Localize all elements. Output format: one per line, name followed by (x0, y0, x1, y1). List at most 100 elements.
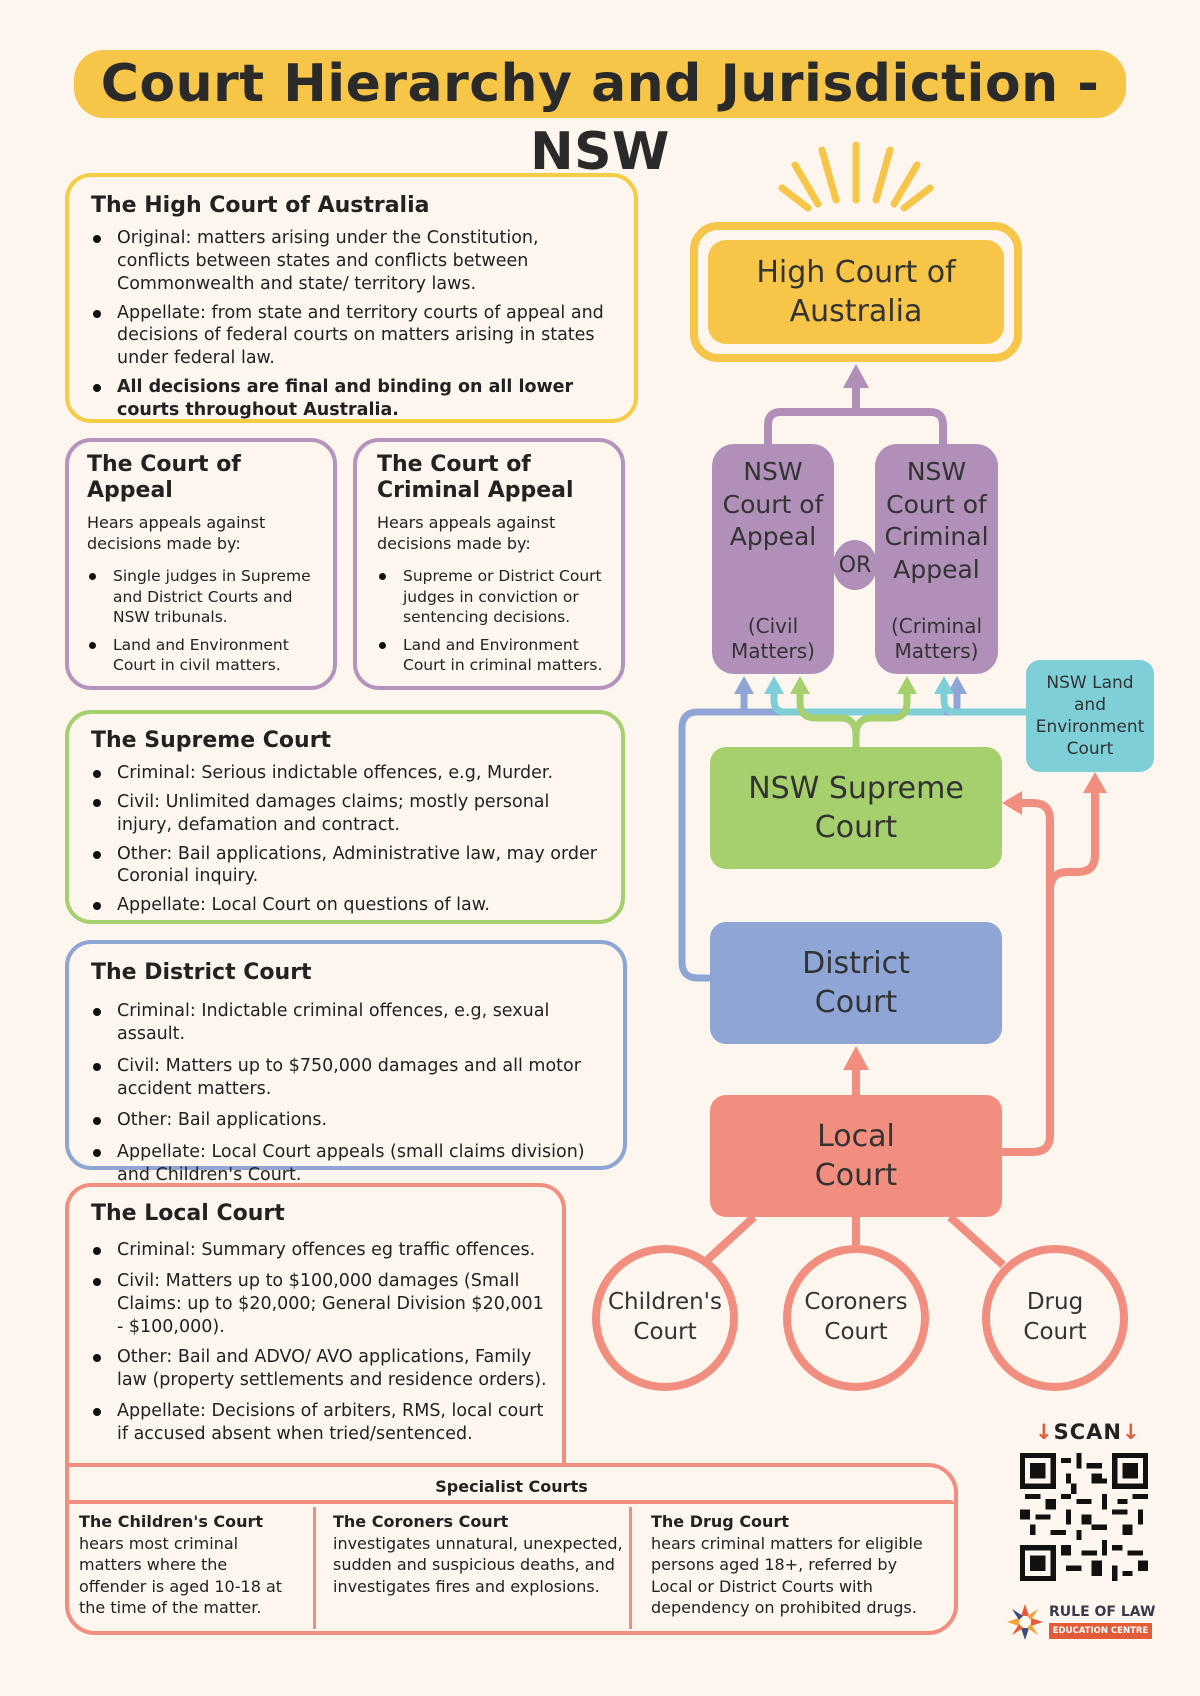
list-item: Civil: Matters up to $100,000 damages (S… (91, 1270, 552, 1338)
node-label: Court of (722, 489, 824, 519)
coroners-court-description: The Coroners Court investigates unnatura… (333, 1511, 623, 1597)
list-item: Appellate: from state and territory cour… (91, 302, 614, 370)
childrens-court-desc-text: hears most criminal matters where the of… (79, 1533, 283, 1618)
qr-code-icon[interactable] (1020, 1453, 1148, 1581)
high-court-node: High Court of Australia (708, 240, 1004, 344)
node-sublabel: (Criminal Matters) (875, 614, 998, 664)
list-item: Other: Bail applications. (91, 1109, 613, 1132)
court-of-appeal-list: Single judges in Supreme and District Co… (87, 566, 325, 675)
drug-court-desc-heading: The Drug Court (651, 1512, 789, 1531)
scan-text: SCAN (1053, 1420, 1122, 1444)
district-court-node: District Court (710, 922, 1002, 1044)
court-of-appeal-intro: Hears appeals against decisions made by: (87, 512, 266, 553)
node-label: District (802, 946, 910, 981)
childrens-court-node: Children's Court (592, 1245, 738, 1391)
local-to-supreme-connector (1002, 790, 1099, 1156)
list-item: Land and Environment Court in criminal m… (377, 635, 615, 675)
court-of-criminal-appeal-intro: Hears appeals against decisions made by: (377, 512, 556, 553)
list-item: Single judges in Supreme and District Co… (87, 566, 325, 626)
arrow-down-icon: ↓ (1035, 1420, 1054, 1444)
list-item: Criminal: Summary offences eg traffic of… (91, 1239, 552, 1262)
specialist-courts-title: Specialist Courts (435, 1477, 588, 1496)
node-sublabel-line: Matters) (731, 639, 815, 663)
node-sublabel-line: Matters) (894, 639, 979, 663)
sunburst-icon (778, 141, 934, 212)
court-of-appeal-info-box: The Court of Appeal Hears appeals agains… (65, 438, 337, 690)
node-sublabel-line: (Criminal (890, 614, 983, 638)
arrow-up-icon (790, 676, 810, 694)
court-of-criminal-appeal-info-box: The Court of Criminal Appeal Hears appea… (353, 438, 625, 690)
land-env-to-appeal-connector (770, 690, 1026, 716)
supreme-court-list: Criminal: Serious indictable offences, e… (91, 762, 603, 917)
specialist-courts-box: Specialist Courts The Children's Court h… (65, 1463, 958, 1635)
node-label: Court (814, 1158, 898, 1193)
drug-court-node: Drug Court (982, 1245, 1128, 1391)
arrow-up-icon (934, 676, 954, 694)
node-label: Criminal (884, 522, 989, 551)
nsw-court-of-criminal-appeal-node: NSW Court of Criminal Appeal (Criminal M… (875, 444, 998, 674)
arrow-up-icon (734, 676, 754, 694)
node-label: Court of (886, 489, 987, 519)
list-item: Other: Bail and ADVO/ AVO applications, … (91, 1346, 552, 1392)
court-of-appeal-heading: The Court of Appeal (87, 452, 241, 504)
list-item: Appellate: Decisions of arbiters, RMS, l… (91, 1400, 552, 1446)
arrow-up-icon (1083, 772, 1107, 793)
node-sublabel: (Civil Matters) (712, 614, 834, 664)
district-court-heading: The District Court (91, 960, 312, 985)
arrow-up-icon (843, 1046, 869, 1070)
list-item: Civil: Matters up to $750,000 damages an… (91, 1055, 613, 1101)
scan-label: ↓SCAN↓ (1035, 1420, 1141, 1444)
arrow-up-icon (843, 364, 869, 388)
node-label: NSW (743, 457, 803, 486)
node-label: Environment (1035, 717, 1145, 737)
drug-court-description: The Drug Court hears criminal matters fo… (651, 1511, 941, 1619)
list-item: All decisions are final and binding on a… (91, 376, 614, 422)
high-court-info-box: The High Court of Australia Original: ma… (65, 173, 638, 423)
divider (69, 1500, 954, 1504)
arrow-up-icon (897, 676, 917, 694)
arrow-up-icon (764, 676, 784, 694)
node-label: High Court of (756, 255, 956, 290)
logo-subtitle: EDUCATION CENTRE (1049, 1623, 1152, 1639)
or-connector: OR (833, 540, 877, 590)
node-sublabel-line: (Civil (747, 614, 799, 638)
node-label: Children's (607, 1289, 722, 1316)
node-label: Local (817, 1119, 895, 1154)
list-item: Criminal: Serious indictable offences, e… (91, 762, 603, 785)
local-to-specialist-connector (702, 1214, 1006, 1268)
coroners-court-node: Coroners Court (783, 1245, 929, 1391)
node-label: NSW Land (1046, 672, 1134, 693)
court-of-criminal-appeal-list: Supreme or District Court judges in conv… (377, 566, 615, 675)
node-label: Court (1066, 739, 1114, 760)
high-court-heading: The High Court of Australia (91, 193, 430, 218)
local-court-info-box: The Local Court Criminal: Summary offenc… (65, 1183, 566, 1463)
node-label: Drug (1026, 1289, 1084, 1316)
node-label: Court (824, 1319, 888, 1345)
rule-of-law-logo-icon (1007, 1604, 1043, 1640)
list-item: Criminal: Indictable criminal offences, … (91, 1000, 613, 1046)
high-court-list: Original: matters arising under the Cons… (91, 227, 614, 421)
childrens-court-description: The Children's Court hears most criminal… (79, 1511, 294, 1619)
list-item: Supreme or District Court judges in conv… (377, 566, 615, 626)
node-label: Australia (789, 294, 923, 329)
node-label: Court (814, 810, 898, 845)
node-label: Appeal (729, 522, 817, 551)
nsw-court-of-appeal-node: NSW Court of Appeal (Civil Matters) (712, 444, 834, 674)
list-item: Other: Bail applications, Administrative… (91, 843, 603, 889)
node-label: Court (1023, 1319, 1087, 1345)
appeal-to-high-court-connector (764, 385, 947, 444)
node-label: Court (814, 985, 898, 1020)
page-title: Court Hierarchy and Jurisdiction - NSW (74, 50, 1126, 182)
node-label: Coroners (804, 1289, 908, 1316)
drug-court-desc-text: hears criminal matters for eligible pers… (651, 1533, 923, 1618)
local-court-list: Criminal: Summary offences eg traffic of… (91, 1239, 552, 1445)
arrow-left-icon (1002, 791, 1022, 815)
supreme-court-heading: The Supreme Court (91, 728, 332, 753)
node-label: Appeal (893, 554, 980, 584)
node-label: Court (633, 1319, 697, 1345)
list-item: Civil: Unlimited damages claims; mostly … (91, 791, 603, 837)
list-item: Original: matters arising under the Cons… (91, 227, 614, 295)
coroners-court-desc-heading: The Coroners Court (333, 1512, 509, 1531)
list-item: Land and Environment Court in civil matt… (87, 635, 325, 675)
